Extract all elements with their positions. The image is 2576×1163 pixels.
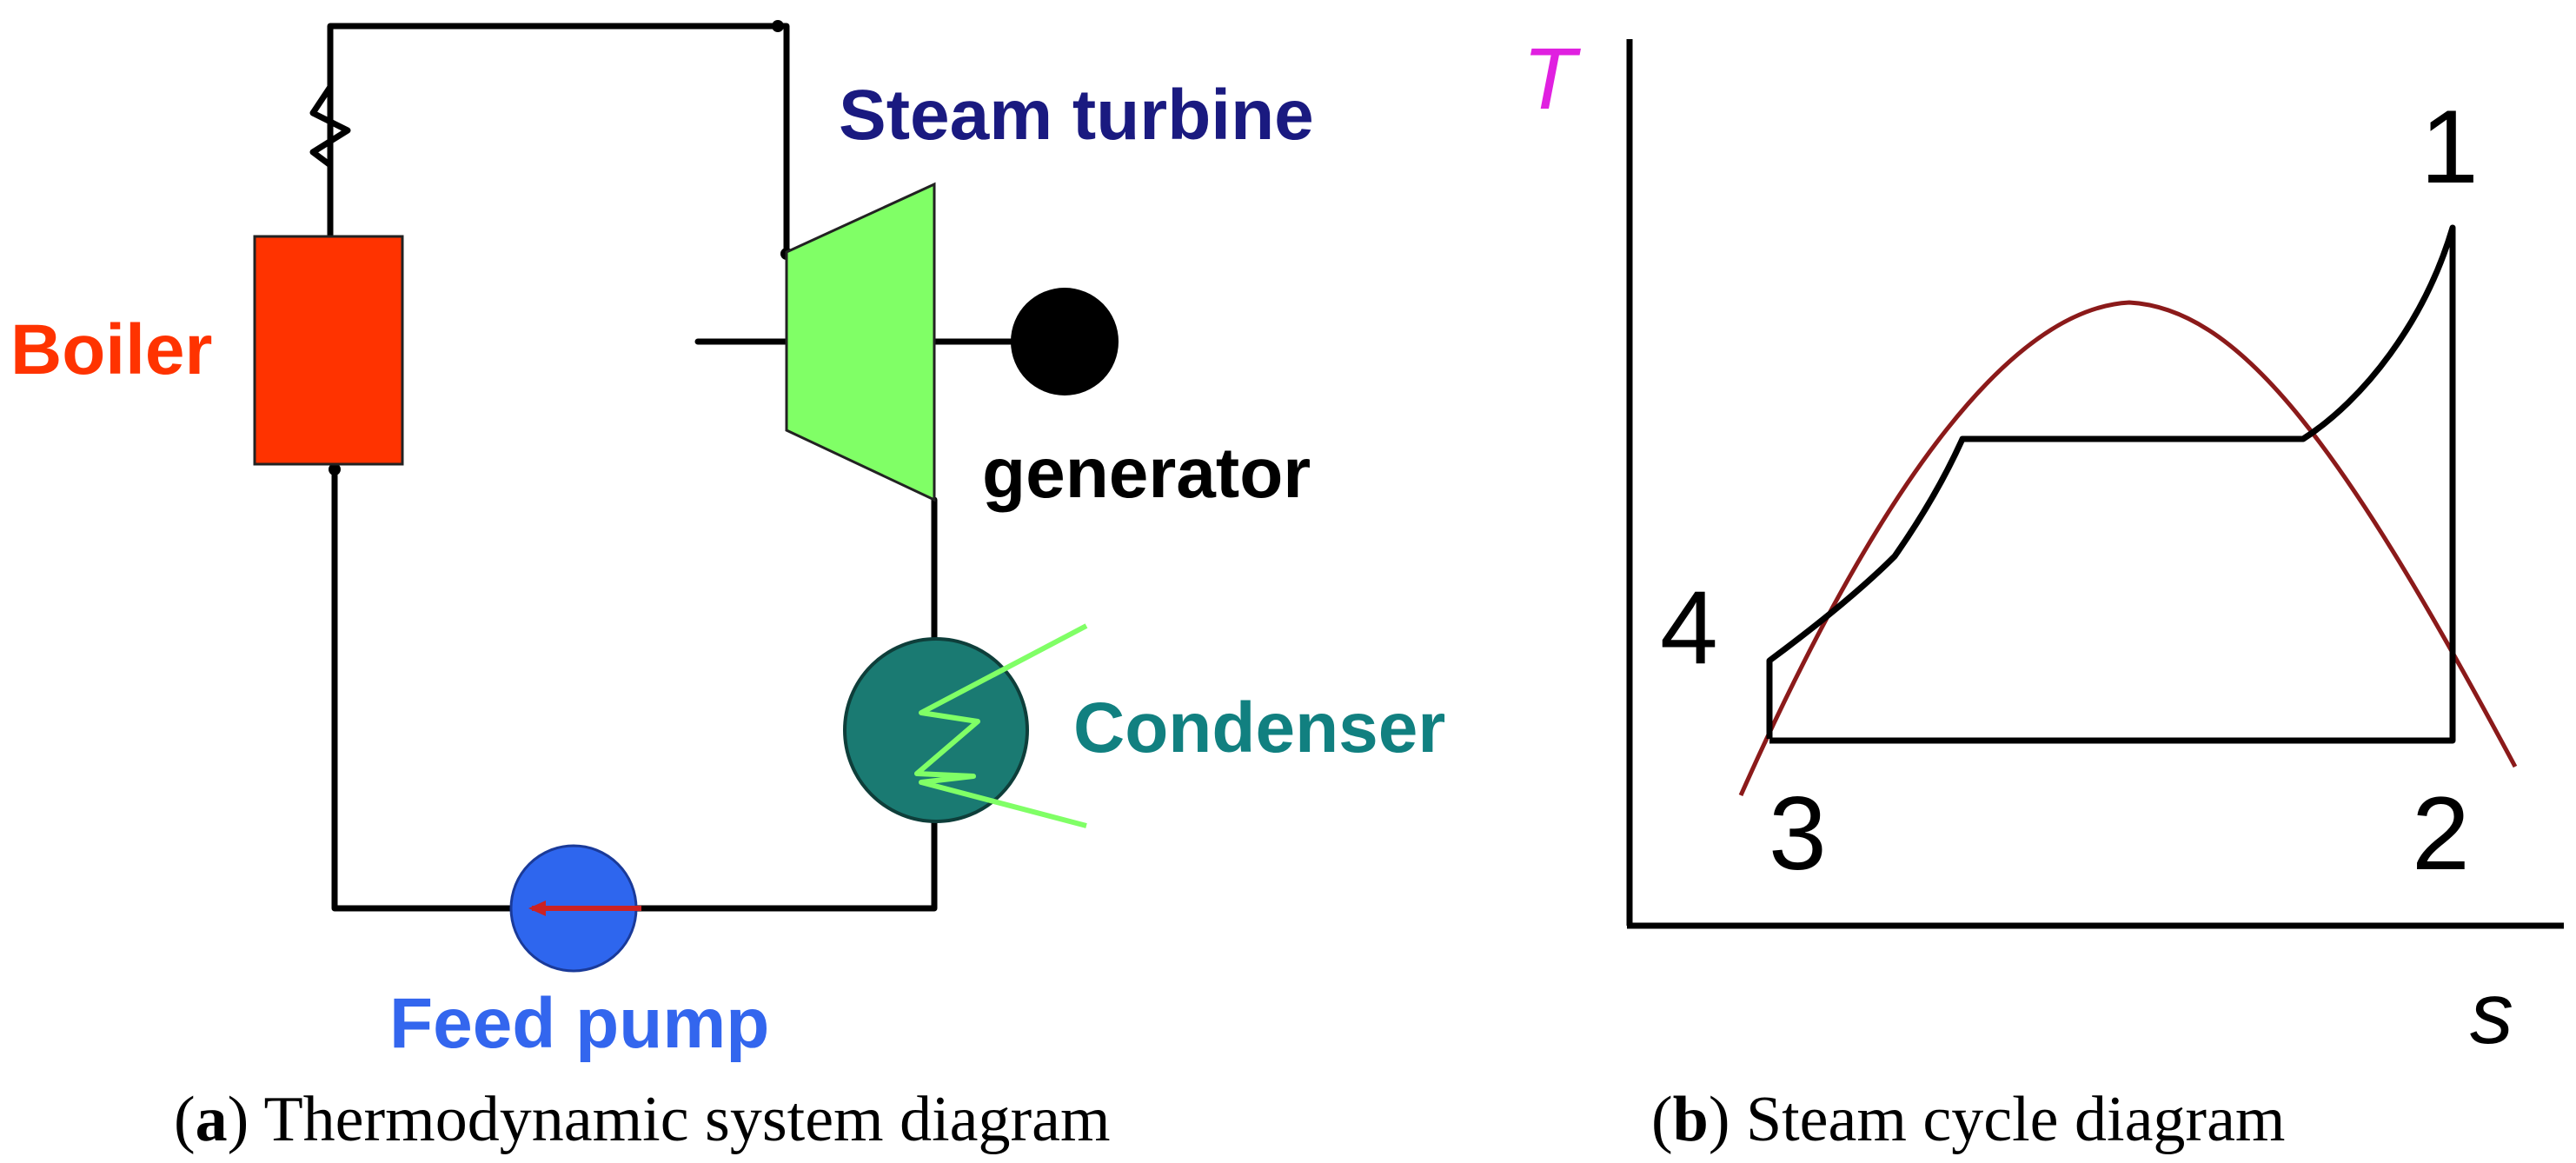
piping: [309, 23, 1020, 912]
condenser-shape: [843, 637, 1029, 823]
state-point-1: 1: [2420, 89, 2479, 205]
pipe-boiler-to-turbine: [309, 23, 790, 256]
junction-dot: [329, 463, 341, 475]
pipe-condenser-to-pump: [622, 818, 938, 912]
pump-arrow-head: [528, 900, 546, 916]
saturation-dome: [1738, 300, 2518, 797]
flow-arrow-top: [772, 20, 784, 32]
caption-b: (b) Steam cycle diagram: [1651, 1084, 2285, 1155]
feed-pump-label: Feed pump: [389, 984, 769, 1063]
ts-diagram: T s 1 2 3 4 (b) Steam cycle diagram: [1523, 30, 2564, 1155]
steam-turbine-shape: [785, 182, 936, 502]
axis-label-s: s: [2470, 965, 2513, 1062]
steam-turbine-label: Steam turbine: [839, 76, 1314, 155]
state-point-3: 3: [1769, 775, 1827, 892]
caption-b-text: Steam cycle diagram: [1730, 1084, 2285, 1155]
generator-shape: [1011, 288, 1119, 395]
pipe-pump-to-boiler: [331, 466, 525, 912]
boiler-shape: [253, 235, 404, 466]
state-point-4: 4: [1660, 569, 1718, 686]
boiler-label: Boiler: [10, 310, 212, 389]
condenser-label: Condenser: [1073, 688, 1445, 768]
cycle-path: [1766, 224, 2456, 744]
condenser-coil: [914, 623, 1088, 828]
caption-b-letter: b: [1673, 1084, 1709, 1155]
axis-label-T: T: [1523, 30, 1581, 128]
caption-a: (a) Thermodynamic system diagram: [174, 1084, 1111, 1155]
caption-a-text: Thermodynamic system diagram: [249, 1084, 1110, 1155]
system-diagram: Steam turbine Boiler generator Condenser…: [10, 20, 1445, 1155]
generator-label: generator: [982, 434, 1311, 513]
caption-a-letter: a: [196, 1084, 228, 1155]
state-point-2: 2: [2412, 775, 2470, 892]
